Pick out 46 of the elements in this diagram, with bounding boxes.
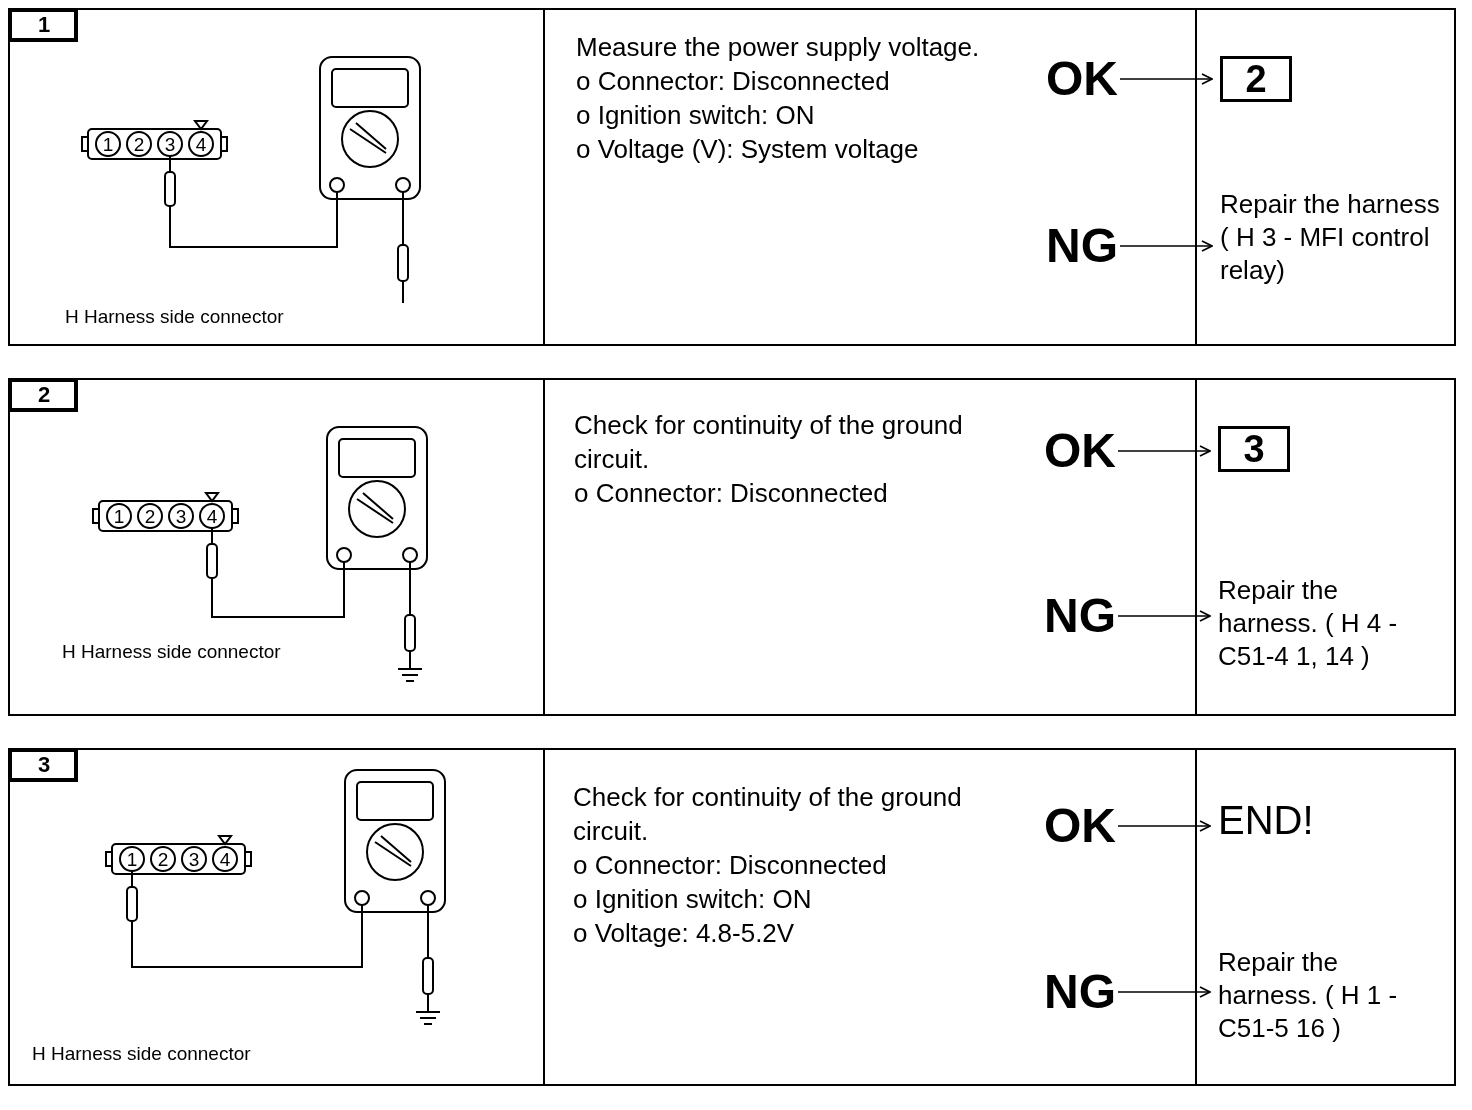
step-reference: 3: [1218, 426, 1290, 472]
instruction-text: Check for continuity of the ground circuit.: [574, 409, 964, 476]
arrow: [1117, 445, 1211, 457]
arrow: [1119, 73, 1213, 85]
pin-number: 1: [125, 850, 139, 869]
pin-number: 2: [132, 135, 146, 154]
connector-caption: H Harness side connector: [62, 642, 281, 661]
ok-label: OK: [1044, 802, 1116, 850]
arrow: [1119, 240, 1213, 252]
instruction-text: o Connector: Disconnected: [574, 477, 889, 510]
ok-label: OK: [1046, 55, 1118, 103]
step-number: 2: [10, 380, 78, 412]
instruction-text: Check for continuity of the ground circuit.: [573, 781, 963, 848]
instruction-text: Measure the power supply voltage.: [576, 31, 981, 64]
pin-number: 3: [163, 135, 177, 154]
instruction-text: o Ignition switch: ON: [573, 883, 813, 916]
pin-number: 4: [194, 135, 208, 154]
step-number: 3: [10, 750, 78, 782]
pin-number: 2: [143, 507, 157, 526]
ng-label: NG: [1044, 968, 1116, 1016]
end-label: END!: [1218, 800, 1314, 840]
arrow: [1117, 610, 1211, 622]
pin-number: 4: [218, 850, 232, 869]
arrow: [1117, 820, 1211, 832]
connector-caption: H Harness side connector: [65, 307, 284, 326]
step-reference: 2: [1220, 56, 1292, 102]
instruction-text: o Ignition switch: ON: [576, 99, 816, 132]
instruction-text: o Connector: Disconnected: [573, 849, 888, 882]
repair-instruction: Repair the harness ( H 3 - MFI control relay): [1220, 188, 1442, 287]
pin-number: 1: [112, 507, 126, 526]
connector-caption: H Harness side connector: [32, 1044, 251, 1063]
arrow: [1117, 986, 1211, 998]
step-number: 1: [10, 10, 78, 42]
pin-number: 1: [101, 135, 115, 154]
pin-number: 2: [156, 850, 170, 869]
ok-label: OK: [1044, 427, 1116, 475]
instruction-text: o Voltage (V): System voltage: [576, 133, 920, 166]
ng-label: NG: [1046, 222, 1118, 270]
pin-number: 3: [174, 507, 188, 526]
pin-number: 3: [187, 850, 201, 869]
ng-label: NG: [1044, 592, 1116, 640]
repair-instruction: Repair the harness. ( H 4 - C51-4 1, 14 ): [1218, 574, 1440, 673]
instruction-text: o Voltage: 4.8-5.2V: [573, 917, 796, 950]
repair-instruction: Repair the harness. ( H 1 - C51-5 16 ): [1218, 946, 1440, 1045]
pin-number: 4: [205, 507, 219, 526]
instruction-text: o Connector: Disconnected: [576, 65, 891, 98]
